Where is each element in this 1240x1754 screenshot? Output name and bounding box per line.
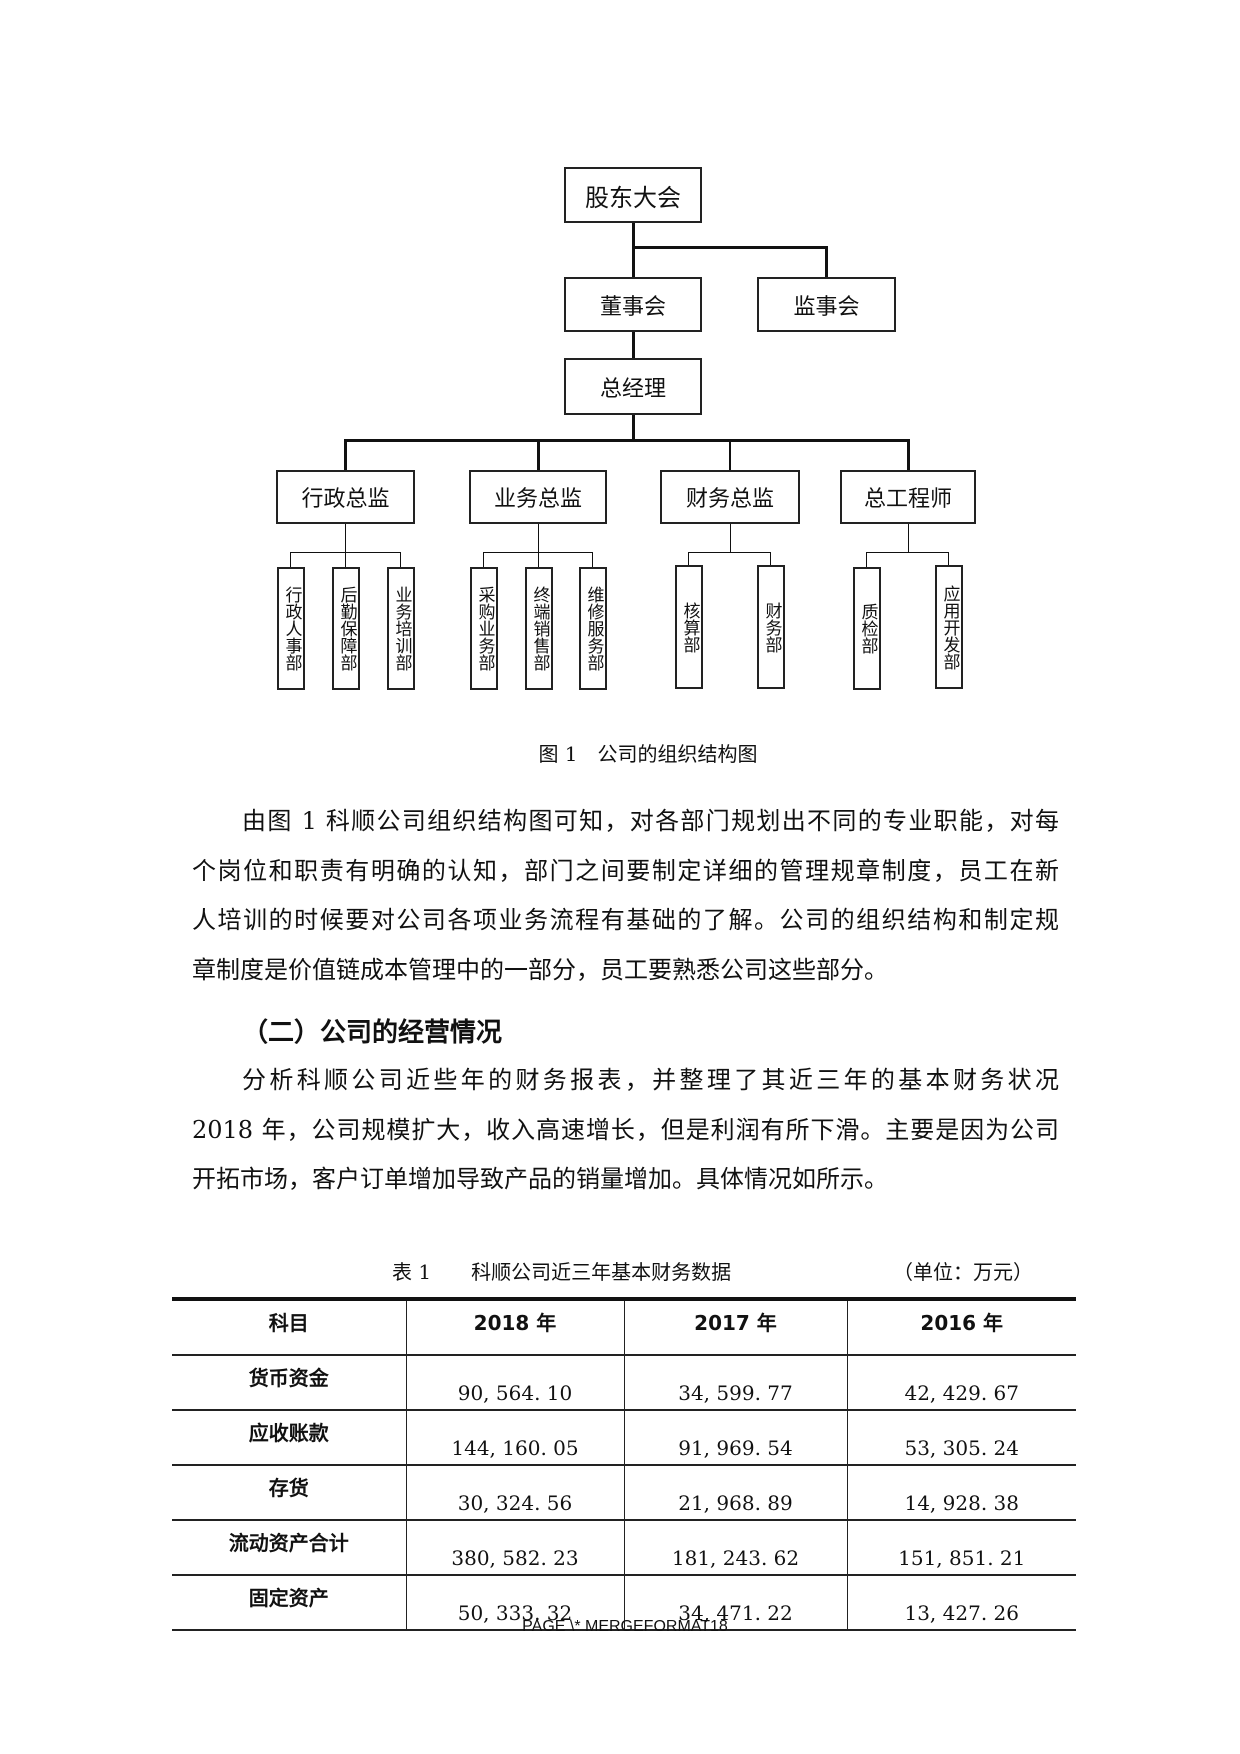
table-cell: 380, 582. 23 — [405, 1520, 624, 1575]
connector — [400, 552, 401, 567]
row-label: 货币资金 — [248, 1366, 329, 1390]
column-header: 2016 年 — [846, 1299, 1076, 1355]
text-line: 个岗位和职责有明确的认知，部门之间要制定详细的管理规章制度，员工在新 — [192, 857, 1059, 885]
table-cell: 50, 333. 32 — [405, 1575, 624, 1630]
org-node-dept: 终端销售部 — [525, 567, 553, 690]
table-cell: 90, 564. 10 — [405, 1355, 624, 1410]
connector — [632, 246, 827, 249]
connector — [592, 552, 593, 567]
text-line: 2018 年，公司规模扩大，收入高速增长，但是利润有所下滑。主要是因为公司 — [192, 1116, 1059, 1144]
table-cell: 144, 160. 05 — [405, 1410, 624, 1465]
org-node-dept: 核算部 — [675, 565, 703, 689]
page-footer: PAGE \* MERGEFORMAT18 — [522, 1618, 728, 1635]
table-cell: 181, 243. 62 — [623, 1520, 847, 1575]
connector — [688, 552, 771, 553]
connector — [538, 552, 539, 567]
text-line: 人培训的时候要对公司各项业务流程有基础的了解。公司的组织结构和制定规 — [192, 906, 1059, 934]
connector — [483, 552, 484, 567]
connector — [948, 552, 949, 567]
connector — [344, 439, 910, 442]
text-line: 章制度是价值链成本管理中的一部分，员工要熟悉公司这些部分。 — [192, 956, 888, 984]
connector — [866, 552, 949, 553]
org-node-dept: 维修服务部 — [579, 567, 607, 690]
org-node-dept: 财务部 — [757, 565, 785, 689]
org-node-shareholders: 股东大会 — [564, 167, 702, 223]
table-cell: 21, 968. 89 — [623, 1465, 847, 1520]
figure-caption: 图 1 公司的组织结构图 — [538, 742, 758, 766]
table-cell: 42, 429. 67 — [846, 1355, 1076, 1410]
org-node-dept: 质检部 — [853, 567, 881, 690]
connector — [345, 524, 346, 552]
connector — [632, 415, 635, 441]
row-label: 流动资产合计 — [228, 1531, 349, 1555]
table-header-row: 科目 2018 年 2017 年 2016 年 — [172, 1299, 1076, 1355]
org-node-director: 业务总监 — [469, 470, 607, 524]
text-line: 开拓市场，客户订单增加导致产品的销量增加。具体情况如所示。 — [192, 1165, 888, 1193]
table-cell: 151, 851. 21 — [846, 1520, 1076, 1575]
table-unit: （单位：万元） — [893, 1260, 1033, 1284]
connector — [688, 552, 689, 567]
connector — [537, 439, 540, 470]
connector — [866, 552, 867, 567]
column-header: 2017 年 — [623, 1299, 847, 1355]
org-node-dept: 应用开发部 — [935, 565, 963, 689]
connector — [825, 246, 828, 277]
row-label: 应收账款 — [248, 1421, 329, 1445]
table-cell: 34, 599. 77 — [623, 1355, 847, 1410]
row-label: 存货 — [268, 1476, 309, 1500]
table-cell: 53, 305. 24 — [846, 1410, 1076, 1465]
column-header: 2018 年 — [405, 1299, 624, 1355]
connector — [907, 439, 910, 470]
connector — [908, 524, 909, 552]
connector — [632, 223, 635, 277]
table-cell: 14, 928. 38 — [846, 1465, 1076, 1520]
table-cell: 91, 969. 54 — [623, 1410, 847, 1465]
text-line: 由图 1 科顺公司组织结构图可知，对各部门规划出不同的专业职能，对每 — [242, 807, 1059, 835]
org-node-director: 总工程师 — [840, 470, 976, 524]
connector — [345, 552, 346, 567]
connector — [344, 439, 347, 470]
section-heading: （二）公司的经营情况 — [242, 1018, 503, 1048]
org-node-director: 财务总监 — [660, 470, 800, 524]
org-node-dept: 后勤保障部 — [332, 567, 360, 690]
column-header: 科目 — [268, 1311, 309, 1335]
org-node-gm: 总经理 — [564, 358, 702, 415]
connector — [729, 439, 731, 470]
connector — [290, 552, 291, 567]
org-node-dept: 采购业务部 — [470, 567, 498, 690]
org-node-dept: 业务培训部 — [387, 567, 415, 690]
org-node-dept: 行政人事部 — [277, 567, 305, 690]
table-cell: 34, 471. 22 — [623, 1575, 847, 1630]
connector — [730, 524, 731, 552]
org-node-director: 行政总监 — [276, 470, 415, 524]
org-node-board: 董事会 — [564, 277, 702, 332]
connector — [538, 524, 539, 552]
row-label: 固定资产 — [248, 1586, 329, 1610]
connector — [770, 552, 771, 567]
text-line: 分析科顺公司近些年的财务报表，并整理了其近三年的基本财务状况 — [242, 1066, 1059, 1094]
org-node-supervisors: 监事会 — [757, 277, 896, 332]
table-caption: 表 1 科顺公司近三年基本财务数据 — [392, 1260, 732, 1284]
table-cell: 13, 427. 26 — [846, 1575, 1076, 1630]
connector — [632, 332, 635, 358]
table-cell: 30, 324. 56 — [405, 1465, 624, 1520]
